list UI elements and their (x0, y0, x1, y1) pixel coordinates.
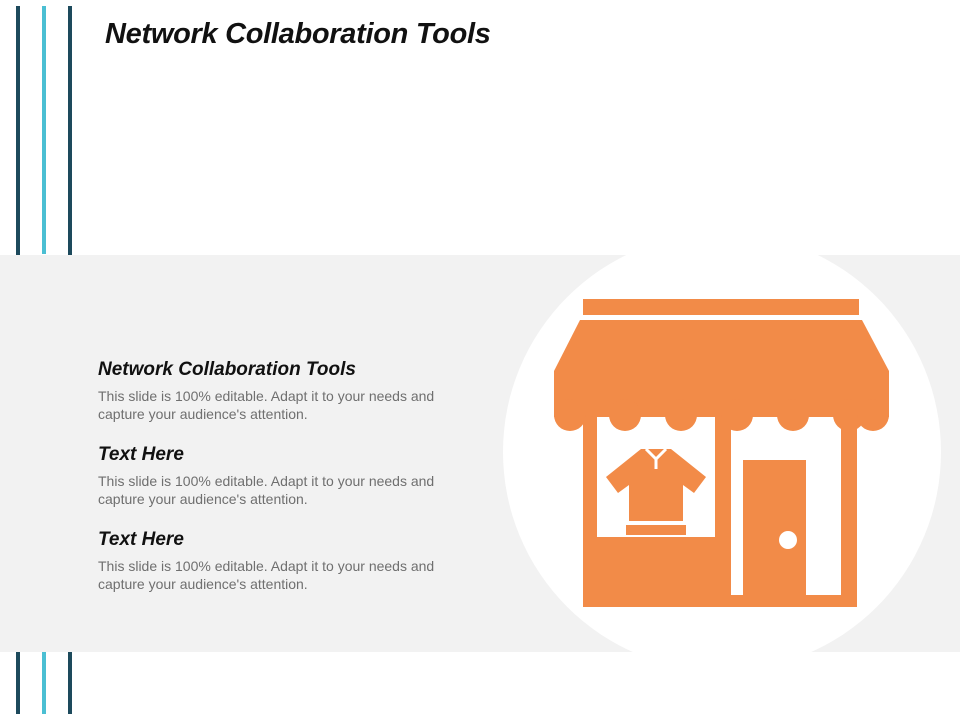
decor-line-light-bottom (42, 652, 46, 714)
text-block-heading: Text Here (98, 529, 184, 550)
text-block-heading: Network Collaboration Tools (98, 359, 356, 380)
slide-title: Network Collaboration Tools (105, 18, 491, 50)
text-block-body: This slide is 100% editable. Adapt it to… (98, 388, 435, 422)
text-block-heading: Text Here (98, 444, 184, 465)
storefront-icon (554, 299, 889, 607)
text-block-body: This slide is 100% editable. Adapt it to… (98, 558, 435, 592)
text-block-body: This slide is 100% editable. Adapt it to… (98, 473, 435, 507)
text-block-1: Network Collaboration Tools This slide i… (98, 359, 478, 423)
content-band (0, 255, 960, 652)
text-block-2: Text Here This slide is 100% editable. A… (98, 444, 478, 508)
text-block-3: Text Here This slide is 100% editable. A… (98, 529, 478, 593)
decor-line-light-top (42, 6, 46, 254)
